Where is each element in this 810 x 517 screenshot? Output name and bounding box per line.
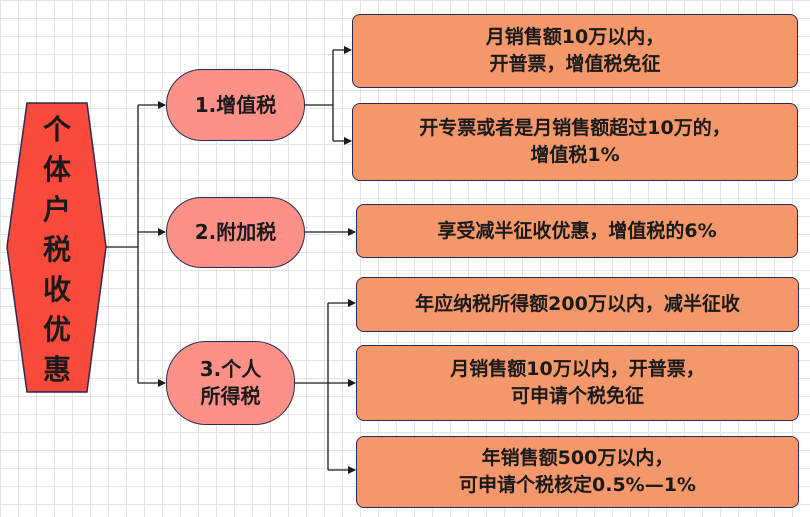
leaf-income-assessed: 年销售额500万以内， 可申请个税核定0.5%—1%: [356, 436, 799, 508]
leaf-income-half: 年应纳税所得额200万以内，减半征收: [356, 277, 799, 332]
root-title-char: 优: [42, 313, 71, 346]
root-title-char: 体: [42, 153, 71, 186]
root-title-char: 收: [42, 273, 71, 306]
leaf-income-exempt: 月销售额10万以内，开普票， 可申请个税免征: [356, 345, 799, 421]
root-title-char: 税: [42, 233, 71, 266]
root-title: 个 体 户 税 收 优 惠: [27, 110, 87, 390]
root-title-char: 惠: [42, 353, 71, 386]
branch-surtax: 2.附加税: [166, 197, 305, 268]
root-hexagon: [6, 102, 107, 393]
branch-income-tax: 3.个人 所得税: [166, 341, 295, 425]
root-title-char: 个: [42, 113, 71, 146]
leaf-surtax-half: 享受减半征收优惠，增值税的6%: [356, 204, 798, 258]
root-title-char: 户: [42, 193, 71, 226]
leaf-vat-1pct: 开专票或者是月销售额超过10万的， 增值税1%: [352, 103, 798, 181]
leaf-vat-exempt: 月销售额10万以内， 开普票，增值税免征: [352, 14, 798, 88]
branch-vat: 1.增值税: [166, 69, 305, 141]
